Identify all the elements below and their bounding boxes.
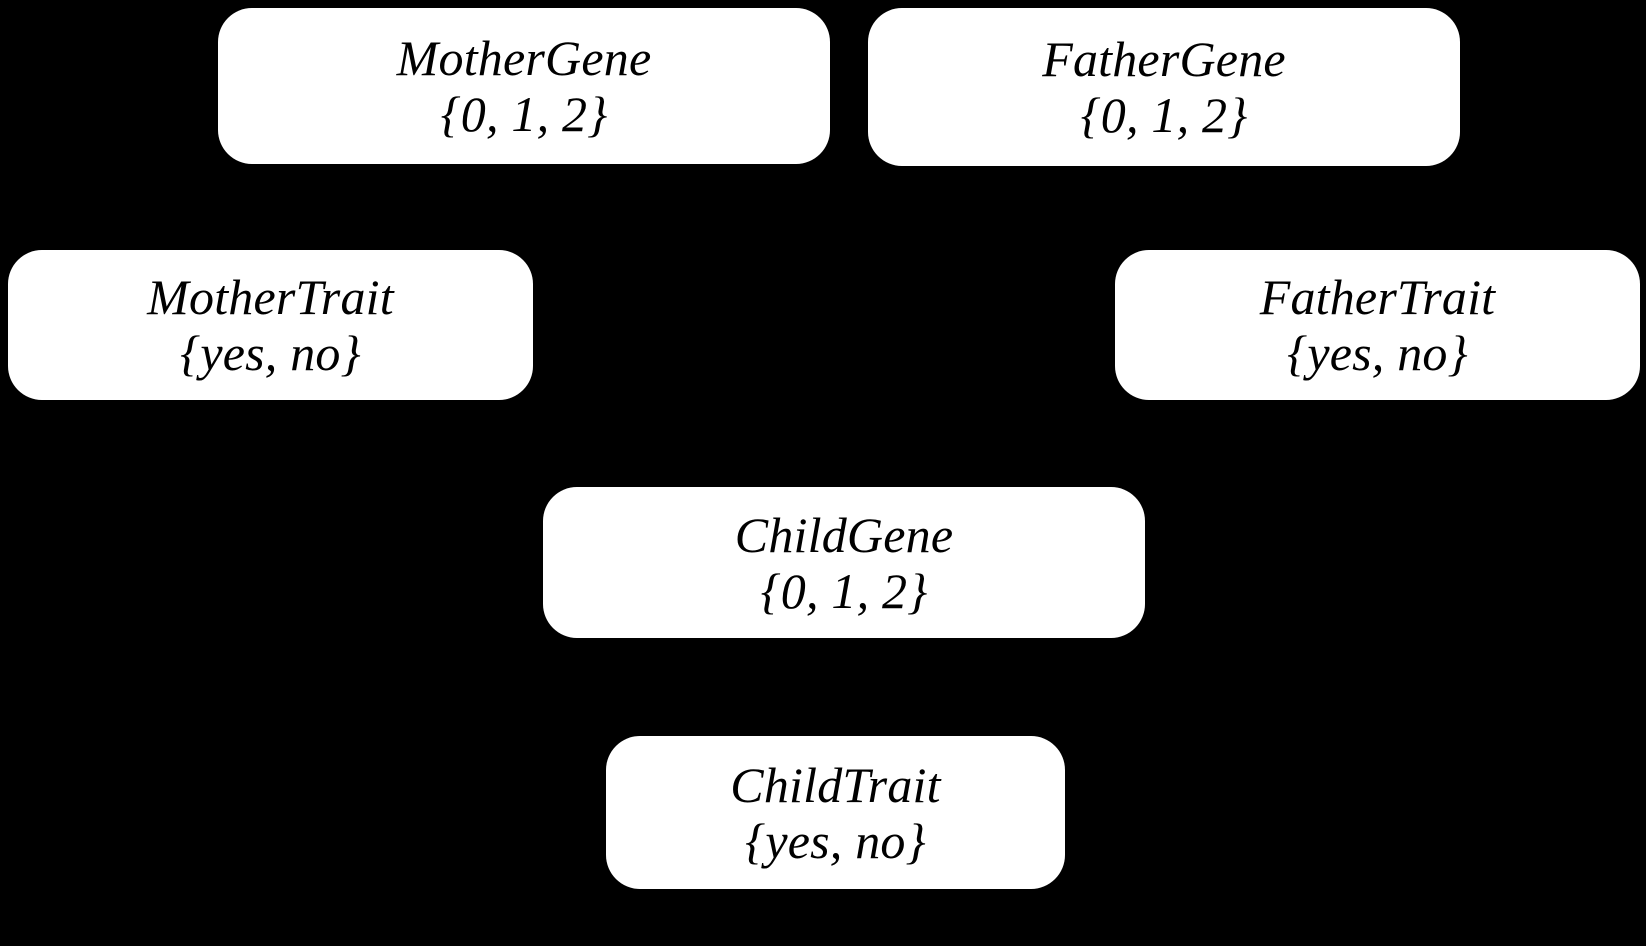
node-father-trait[interactable]: FatherTrait {yes, no} [1115,250,1640,400]
node-mother-gene-name: MotherGene [396,30,652,86]
node-mother-gene-domain: {0, 1, 2} [440,86,608,142]
node-father-gene-domain: {0, 1, 2} [1080,87,1248,143]
node-father-gene-name: FatherGene [1042,31,1286,87]
node-child-gene-name: ChildGene [734,506,954,563]
node-child-trait-name: ChildTrait [730,756,941,813]
node-father-trait-domain: {yes, no} [1287,325,1468,381]
node-child-gene-domain: {0, 1, 2} [760,562,928,619]
node-father-gene[interactable]: FatherGene {0, 1, 2} [868,8,1460,166]
node-child-trait[interactable]: ChildTrait {yes, no} [606,736,1065,889]
node-mother-trait-name: MotherTrait [147,269,394,325]
node-child-gene[interactable]: ChildGene {0, 1, 2} [543,487,1145,638]
node-mother-trait[interactable]: MotherTrait {yes, no} [8,250,533,400]
node-father-trait-name: FatherTrait [1259,269,1496,325]
node-mother-trait-domain: {yes, no} [180,325,361,381]
node-child-trait-domain: {yes, no} [745,812,926,869]
node-mother-gene[interactable]: MotherGene {0, 1, 2} [218,8,830,164]
